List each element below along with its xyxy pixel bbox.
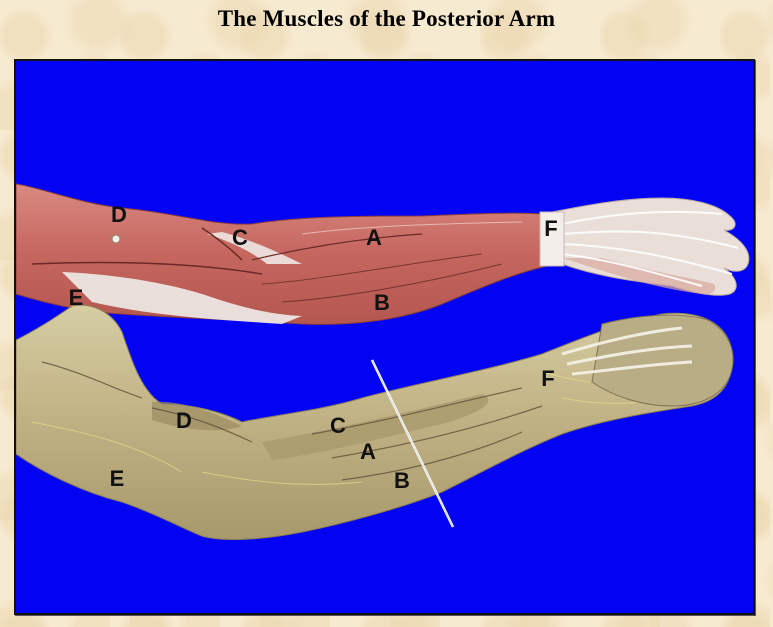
label-upper-a: A (366, 225, 382, 250)
lower-arm-cadaver (16, 304, 734, 540)
label-lower-b: B (394, 468, 410, 493)
label-lower-a: A (360, 439, 376, 464)
label-upper-d: D (111, 202, 127, 227)
label-upper-e: E (68, 285, 84, 310)
label-upper-b: B (374, 290, 390, 315)
upper-arm-model (16, 183, 750, 325)
page-title: The Muscles of the Posterior Arm (217, 6, 556, 31)
label-lower-d: D (176, 408, 192, 433)
label-upper-c: C (232, 225, 248, 250)
label-lower-c: C (330, 413, 346, 438)
arm-specimens-illustration (16, 183, 750, 540)
label-upper-f: F (544, 216, 558, 241)
label-lower-e: E (109, 466, 125, 491)
label-lower-f: F (541, 366, 555, 391)
anatomy-figure: D C A F E B F D C A B E (14, 59, 755, 615)
